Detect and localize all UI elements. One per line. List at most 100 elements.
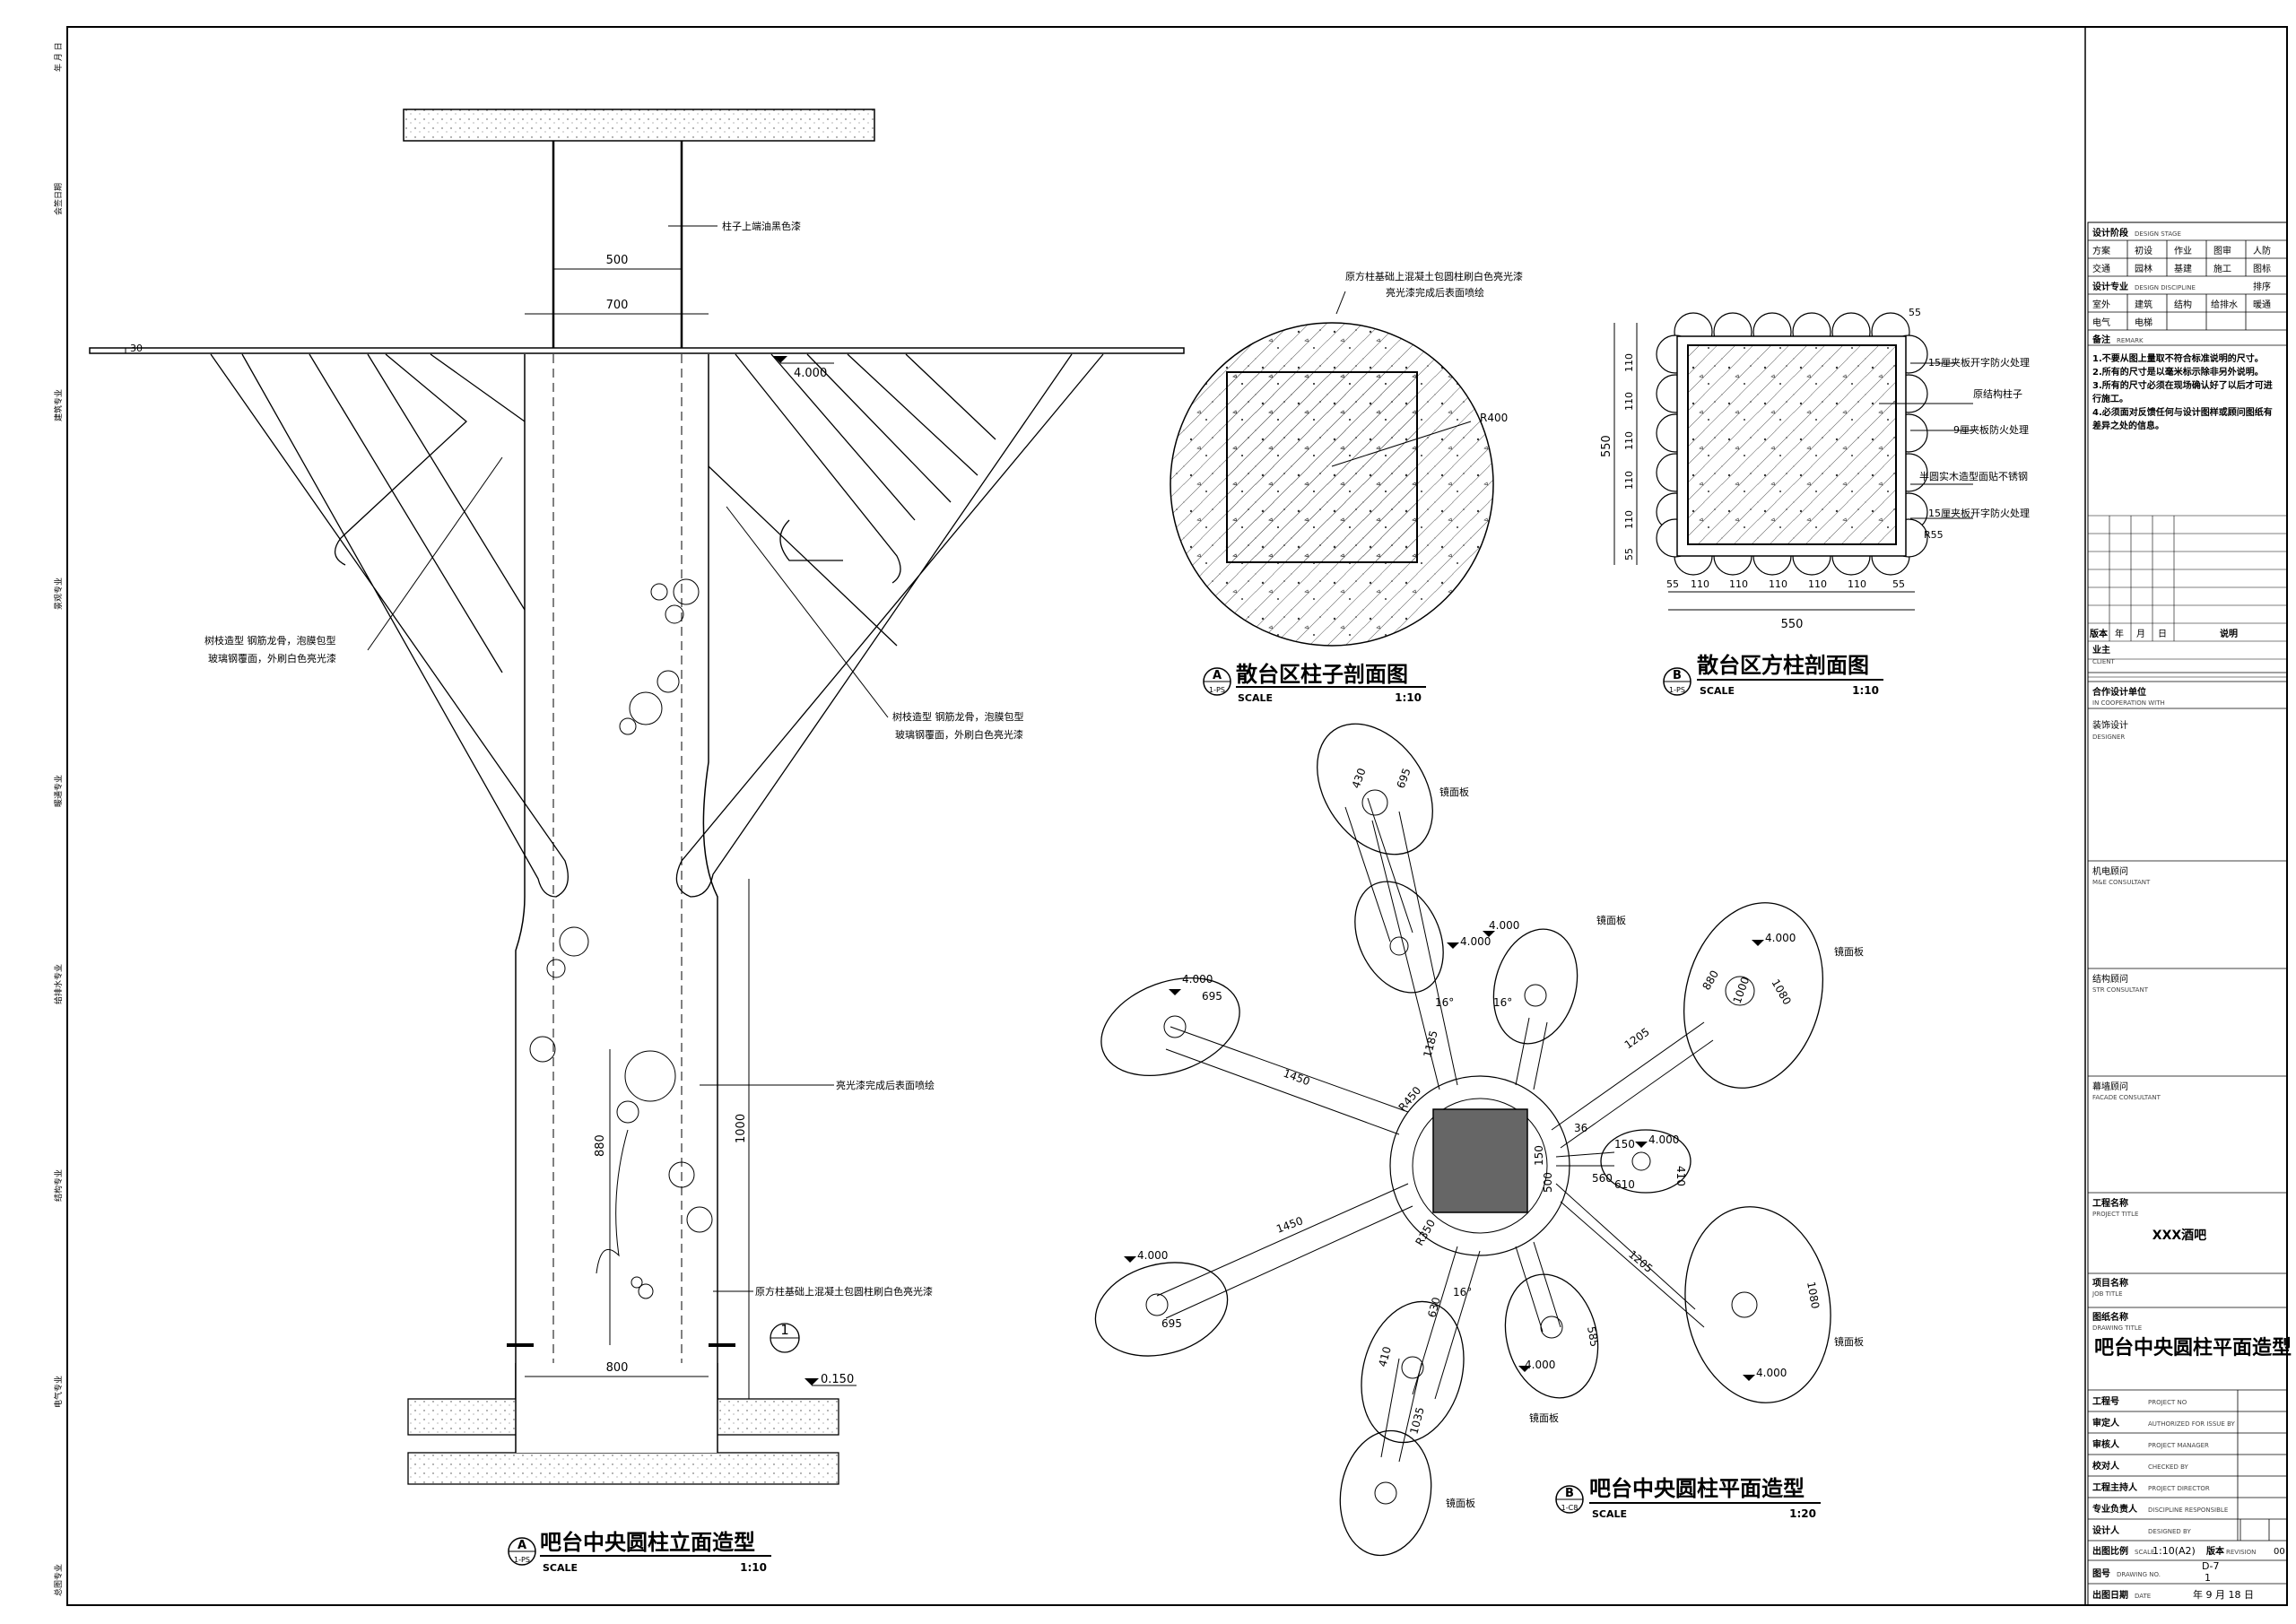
square-left-dim-4: 110 <box>1623 510 1635 529</box>
round-note-1: 原方柱基础上混凝土包圆柱刷白色亮光漆 <box>1345 270 1523 282</box>
tb-designer: 装饰设计 <box>2092 719 2128 731</box>
square-left-dim-3: 110 <box>1623 471 1635 490</box>
tb-drawing-title: 图纸名称 <box>2092 1311 2128 1323</box>
tb-scale-row-en: SCALE <box>2135 1549 2154 1556</box>
square-total-bottom: 550 <box>1781 618 1804 631</box>
tb-version-en: REVISION <box>2226 1549 2256 1556</box>
plan-dim-1: 695 <box>1395 767 1413 790</box>
tb-row-label-1: 审定人 <box>2092 1417 2120 1429</box>
note-gloss-paint: 亮光漆完成后表面喷绘 <box>836 1079 935 1091</box>
round-symbol-letter: A <box>1213 669 1222 682</box>
plan-dim-9: 695 <box>1202 990 1222 1003</box>
square-side-dim-6: 55 <box>1892 578 1905 590</box>
square-note-3: 半圆实木造型面贴不锈钢 <box>1919 470 2028 482</box>
plan-scale-label: SCALE <box>1592 1508 1627 1520</box>
tb-disc-0-4: 暖通 <box>2253 299 2271 310</box>
tb-mep-en: M&E CONSULTANT <box>2092 879 2151 886</box>
margin-label-1: 建筑专业 <box>53 389 64 421</box>
tb-drawing-no-2: 1 <box>2205 1572 2211 1584</box>
note-branch-left-1: 树枝造型 钢筋龙骨，泡膜包型 <box>204 634 336 647</box>
plan-symbol-letter: B <box>1565 1487 1574 1500</box>
square-side-dim-1: 110 <box>1691 578 1709 590</box>
tb-remarks-en: REMARK <box>2117 337 2144 344</box>
plan-dim-26: 150 <box>1533 1145 1545 1166</box>
tb-stage-1-2: 基建 <box>2174 263 2192 274</box>
note-branch-left-2: 玻璃钢覆面，外刷白色亮光漆 <box>208 652 336 664</box>
tb-row-en-2: PROJECT MANAGER <box>2148 1442 2209 1449</box>
tb-design-stage-en: DESIGN STAGE <box>2135 230 2181 238</box>
tb-drawing-no-1: D-7 <box>2202 1560 2219 1572</box>
elevation-scale-value: 1:10 <box>740 1561 767 1574</box>
tb-drawing-name: 吧台中央圆柱平面造型 <box>2094 1336 2292 1359</box>
left-margin: 年 月 日 会签日期 建筑专业 景观专业 暖通专业 给排水专业 结构专业 电气专… <box>53 42 64 1596</box>
margin-label-3: 暖通专业 <box>53 775 64 807</box>
square-section-drawing: 15厘夹板开字防火处理 原结构柱子 9厘夹板防火处理 半圆实木造型面贴不锈钢 1… <box>1600 307 2030 697</box>
margin-label-5: 结构专业 <box>53 1169 64 1202</box>
elevation-symbol-letter: A <box>517 1539 526 1552</box>
plan-mirror-3: 镜面板 <box>1834 1335 1864 1348</box>
plan-dim-23: 16° <box>1493 996 1512 1009</box>
tb-disc-0-3: 给排水 <box>2211 299 2238 310</box>
tb-project-name: XXX酒吧 <box>2152 1229 2206 1243</box>
tb-version-label: 版本 <box>2206 1545 2225 1557</box>
tb-struct: 结构顾问 <box>2092 973 2128 985</box>
plan-mirror-1: 镜面板 <box>1596 914 1626 926</box>
tb-row-label-0: 工程号 <box>2092 1395 2119 1407</box>
tb-scale-row-label: 出图比例 <box>2092 1545 2128 1557</box>
dim-800: 800 <box>606 1361 629 1375</box>
margin-label-0: 会签日期 <box>53 183 64 215</box>
round-radius: R400 <box>1480 412 1508 424</box>
tb-row-label-2: 审核人 <box>2092 1438 2120 1450</box>
elevation-scale-label: SCALE <box>543 1562 578 1574</box>
tb-stage-0-0: 方案 <box>2092 245 2110 256</box>
elevation-title: 吧台中央圆柱立面造型 <box>540 1530 755 1555</box>
square-left-dim-5: 55 <box>1623 548 1635 560</box>
round-scale-label: SCALE <box>1238 692 1273 704</box>
tb-remark-1: 2.所有的尺寸是以毫米标示除非另外说明。 <box>2092 366 2264 378</box>
round-note-2: 亮光漆完成后表面喷绘 <box>1386 286 1484 299</box>
plan-dim-15: 410 <box>1674 1166 1687 1186</box>
square-corner: 55 <box>1909 307 1921 318</box>
margin-label-4: 给排水专业 <box>53 964 64 1004</box>
plan-dim-3: 1450 <box>1282 1067 1311 1089</box>
plan-level-4: 4.000 <box>1648 1133 1679 1146</box>
plan-dim-2: 1185 <box>1421 1029 1439 1059</box>
plan-mirror-4: 镜面板 <box>1529 1411 1559 1424</box>
tb-mep: 机电顾问 <box>2092 865 2128 877</box>
tb-remark-3: 行施工。 <box>2092 393 2128 404</box>
tb-discipline: 设计专业 <box>2092 281 2128 292</box>
note-base: 原方柱基础上混凝土包圆柱刷白色亮光漆 <box>755 1285 933 1298</box>
tb-rev-3: 日 <box>2158 630 2167 639</box>
dim-30: 30 <box>130 343 143 354</box>
tb-stage-0-1: 初设 <box>2135 245 2152 256</box>
tb-rev-0: 版本 <box>2090 628 2109 639</box>
tb-row-en-5: DISCIPLINE RESPONSIBLE <box>2148 1507 2228 1514</box>
tb-rev-4: 说明 <box>2220 628 2238 639</box>
plan-symbol-code: 1-C8 <box>1561 1504 1578 1512</box>
tb-date-label: 出图日期 <box>2092 1589 2128 1601</box>
tb-stage-1-4: 图标 <box>2253 264 2271 274</box>
plan-level-1: 4.000 <box>1489 919 1519 932</box>
tb-remark-0: 1.不要从图上量取不符合标准说明的尺寸。 <box>2092 352 2264 364</box>
tb-row-en-6: DESIGNED BY <box>2148 1528 2191 1535</box>
tb-design-stage: 设计阶段 <box>2092 227 2128 239</box>
plan-dim-22: 16° <box>1435 996 1454 1009</box>
plan-dim-20: 1080 <box>1805 1281 1822 1310</box>
square-side-dim-2: 110 <box>1729 578 1748 590</box>
square-title: 散台区方柱剖面图 <box>1697 653 1869 678</box>
plan-dim-25: 36 <box>1574 1122 1587 1134</box>
margin-date: 年 月 日 <box>53 42 64 72</box>
tb-client: 业主 <box>2092 644 2110 656</box>
margin-label-7: 总图专业 <box>53 1564 64 1596</box>
tb-disc-0-1: 建筑 <box>2135 299 2152 310</box>
square-note-0: 15厘夹板开字防火处理 <box>1928 356 2030 369</box>
margin-label-6: 电气专业 <box>53 1376 64 1408</box>
plan-mirror-5: 镜面板 <box>1446 1497 1475 1509</box>
ceiling-slab <box>403 109 875 142</box>
square-symbol-letter: B <box>1673 669 1682 682</box>
plan-dim-24: 16° <box>1453 1286 1472 1298</box>
tb-version-value: 00 <box>2274 1547 2285 1557</box>
dim-1000: 1000 <box>735 1114 748 1143</box>
plan-level-6: 4.000 <box>1756 1367 1787 1379</box>
tb-stage-0-2: 作业 <box>2174 246 2192 256</box>
